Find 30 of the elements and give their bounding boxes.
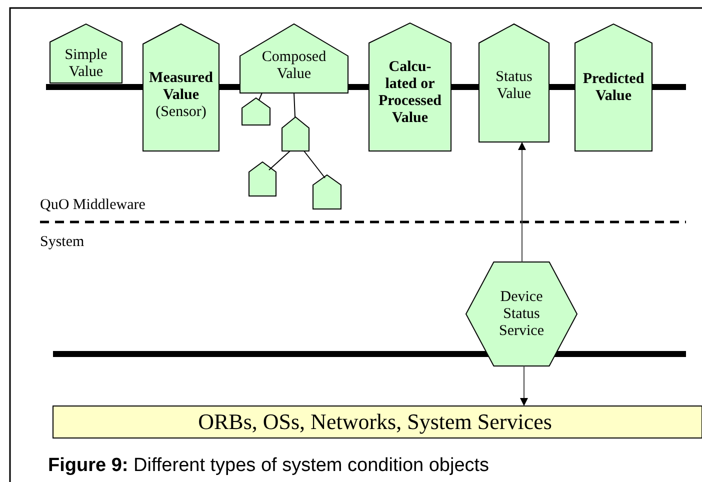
pentagon-node	[575, 24, 652, 151]
pentagon-node	[50, 24, 122, 83]
pentagon-node	[479, 24, 549, 142]
node-label: Measured Value	[148, 70, 214, 104]
node-label: Composed Value	[260, 48, 328, 82]
connector-line	[268, 150, 290, 170]
arrow	[518, 142, 526, 262]
arrow	[520, 366, 528, 406]
pentagon-shape	[282, 117, 309, 151]
pentagon-shape	[249, 162, 276, 196]
hexagon-node	[466, 262, 577, 366]
layer-label: ORBs, OSs, Networks, System Services	[197, 409, 553, 435]
connector-line	[294, 92, 296, 118]
node-label: Status Value	[494, 69, 534, 103]
pentagon-node	[143, 24, 219, 151]
connector-line	[304, 150, 326, 178]
node-label: Simple Value	[64, 46, 108, 80]
node-label: Calcu- lated or Processed Value	[377, 59, 443, 127]
pentagon-shape	[242, 98, 270, 125]
connector-line	[258, 92, 262, 100]
pentagon-shape	[313, 175, 341, 209]
layer-label: QuO Middleware	[40, 197, 146, 214]
figure-caption: Figure 9: Different types of system condition objects	[48, 455, 490, 477]
layer-label: System	[40, 234, 84, 251]
layer-bar	[53, 406, 702, 438]
node-label: Predicted Value	[582, 70, 646, 104]
pentagon-node	[240, 24, 348, 93]
node-label: (Sensor)	[156, 104, 206, 121]
node-label: Device Status Service	[498, 288, 545, 340]
pentagon-node	[369, 23, 451, 151]
